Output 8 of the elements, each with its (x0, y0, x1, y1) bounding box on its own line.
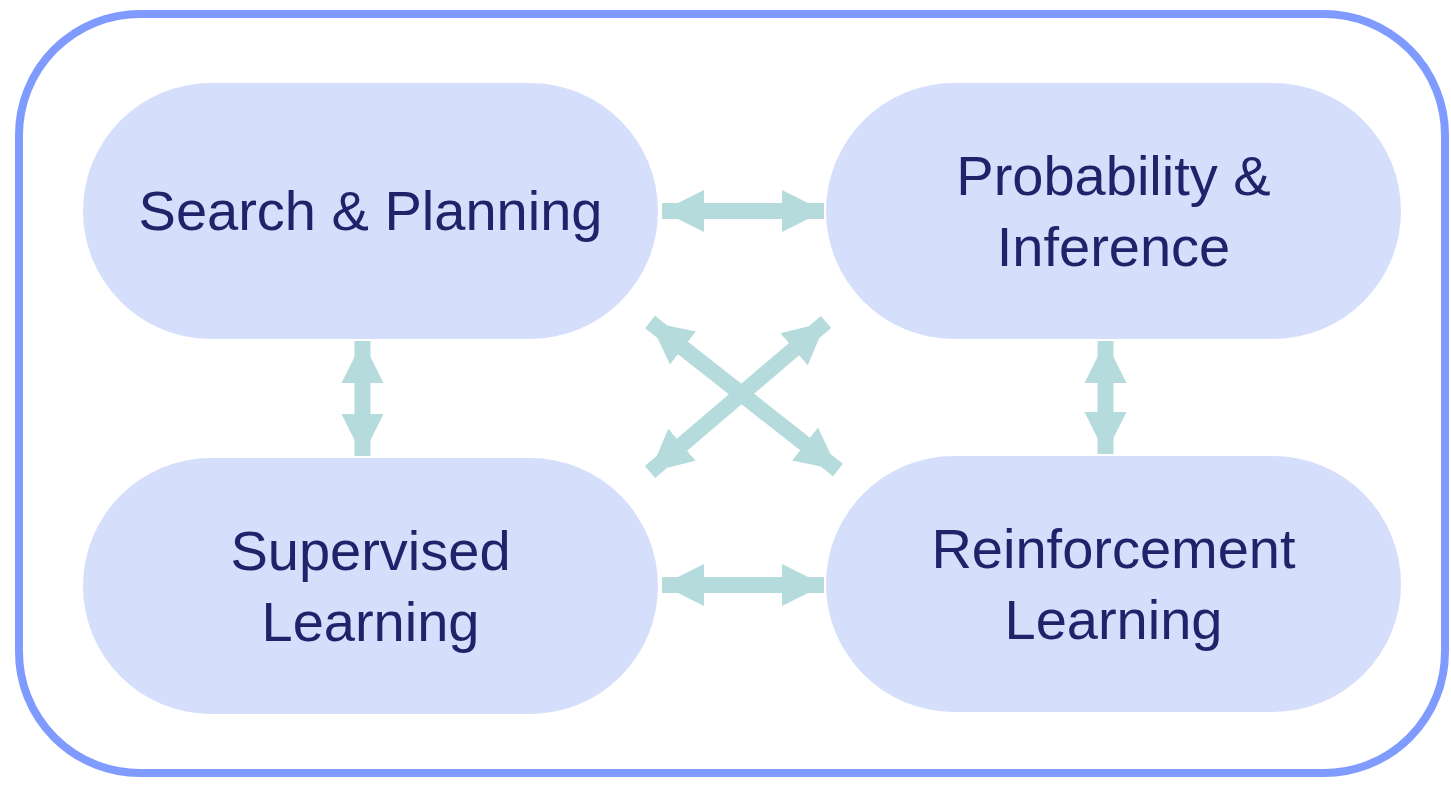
topic-label: Supervised Learning (229, 517, 512, 655)
double-arrow (662, 190, 824, 232)
topic-label: Reinforcement Learning (930, 515, 1297, 653)
topic-label: Probability & Inference (955, 142, 1272, 280)
topic-label: Search & Planning (138, 178, 603, 245)
double-arrow (1084, 341, 1127, 454)
double-arrow (662, 564, 824, 606)
double-arrow (341, 341, 384, 456)
